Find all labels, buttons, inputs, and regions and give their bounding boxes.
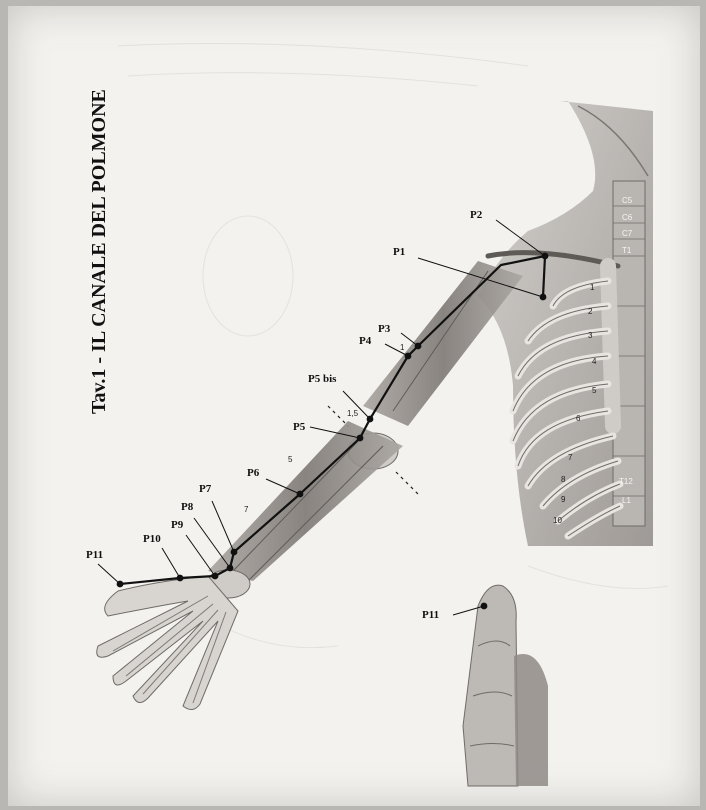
measure-label-5: 5: [288, 455, 293, 464]
point-label-p10: P10: [143, 533, 161, 545]
point-label-p1: P1: [393, 246, 405, 258]
finger-detail-illustration: [463, 585, 548, 786]
rib-label: 9: [561, 495, 566, 504]
book-page: Tav.1 - IL CANALE DEL POLMONE: [8, 6, 700, 806]
vertebra-label-c5: C5: [622, 196, 633, 205]
point-label-p9: P9: [171, 519, 184, 531]
rib-label: 7: [568, 453, 573, 462]
vertebra-label-l1: L1: [622, 496, 631, 505]
rib-label: 1: [590, 283, 595, 292]
point-label-p4: P4: [359, 335, 372, 347]
rib-label: 5: [592, 386, 597, 395]
measure-label-7: 7: [244, 505, 249, 514]
point-label-p3: P3: [378, 323, 391, 335]
vertebra-label-t1: T1: [622, 246, 632, 255]
rib-label: 2: [588, 307, 593, 316]
page-title: Tav.1 - IL CANALE DEL POLMONE: [88, 89, 110, 414]
measure-label-1: 1: [400, 343, 405, 352]
rib-label: 4: [592, 357, 597, 366]
vertebra-label-c7: C7: [622, 229, 633, 238]
meridian-diagram: Tav.1 - IL CANALE DEL POLMONE: [8, 6, 700, 806]
point-labels: P1 P2 P3 P4 P5 bis P5 P6 P7 P8 P9 P10 P1…: [86, 209, 483, 621]
point-label-p6: P6: [247, 467, 260, 479]
point-label-p11-detail: P11: [422, 609, 439, 621]
measure-label-1-5: 1,5: [347, 409, 359, 418]
rib-label: 3: [588, 331, 593, 340]
point-label-p5: P5: [293, 421, 306, 433]
rib-label: 8: [561, 475, 566, 484]
vertebra-label-c6: C6: [622, 213, 633, 222]
point-label-p7: P7: [199, 483, 212, 495]
point-label-p8: P8: [181, 501, 194, 513]
rib-label: 6: [576, 414, 581, 423]
point-label-p2: P2: [470, 209, 483, 221]
rib-label: 10: [553, 516, 562, 525]
vertebra-label-t12: T12: [619, 477, 633, 486]
point-label-p5bis: P5 bis: [308, 373, 337, 385]
point-label-p11: P11: [86, 549, 103, 561]
